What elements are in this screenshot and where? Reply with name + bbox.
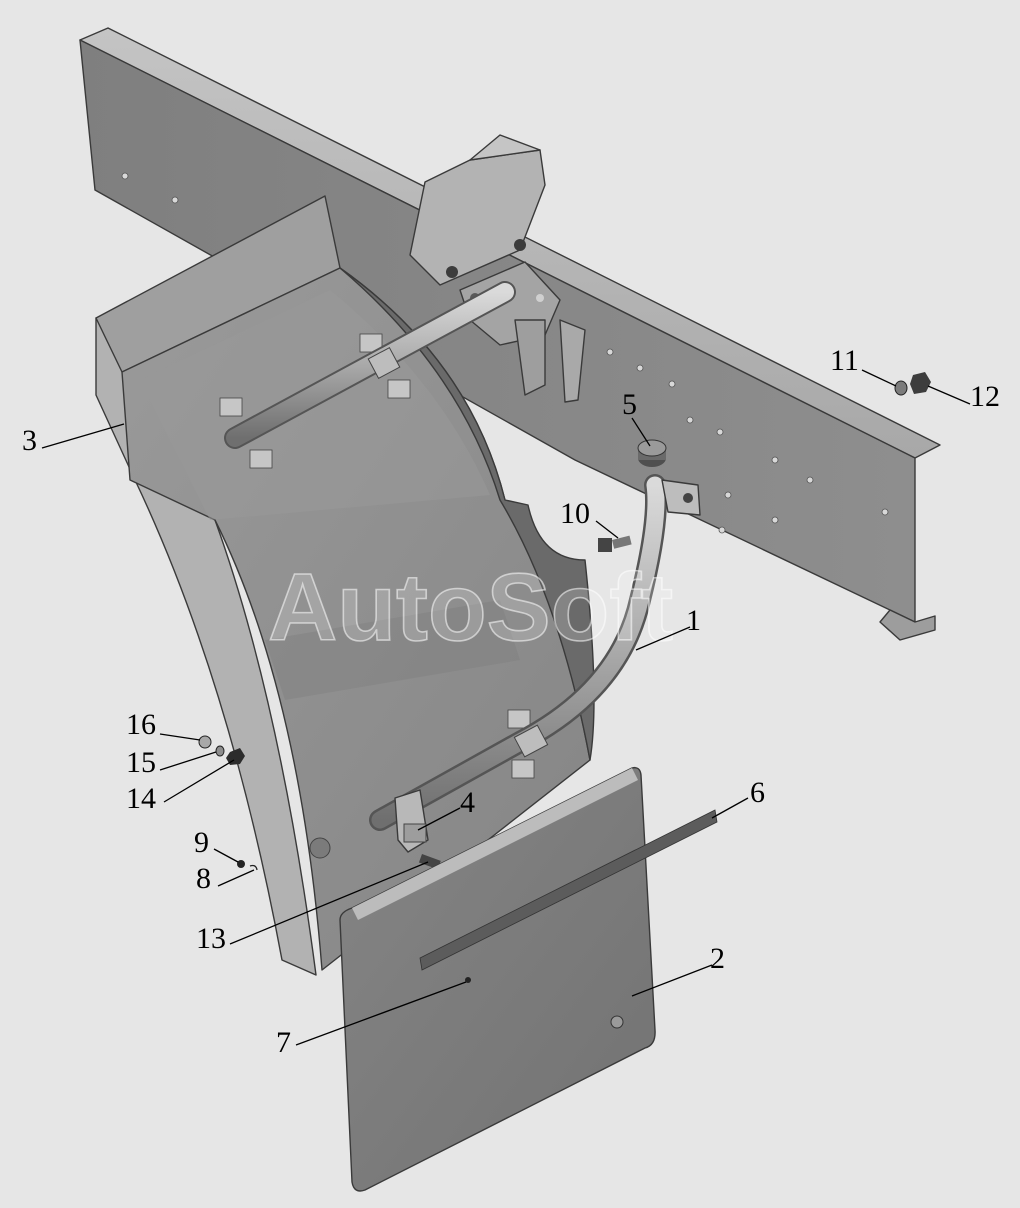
fender-mount-plates [219, 333, 535, 779]
leader-12 [927, 385, 971, 405]
clamp-part-4 [394, 789, 429, 853]
callout-9: 9 [194, 826, 209, 859]
callout-13: 13 [196, 922, 226, 955]
callout-10: 10 [560, 497, 590, 530]
fasteners-14-16 [198, 735, 245, 765]
mudflap [339, 766, 718, 1192]
fender-inner [339, 267, 595, 761]
leader-5 [631, 417, 651, 447]
frame-bottom-flange [879, 609, 936, 641]
leader-7 [295, 981, 467, 1046]
leader-2 [631, 964, 713, 997]
callout-7: 7 [276, 1026, 291, 1059]
bolt-part-13 [418, 854, 441, 870]
callout-3: 3 [22, 424, 37, 457]
support-pipe [224, 281, 701, 831]
leader-14 [163, 759, 235, 803]
callout-6: 6 [750, 776, 765, 809]
leader-15 [159, 751, 217, 771]
nut-part-12 [910, 372, 931, 394]
leader-3 [41, 423, 125, 449]
callout-16: 16 [126, 708, 156, 741]
callout-8: 8 [196, 862, 211, 895]
leader-9 [213, 848, 239, 863]
callout-labels: 1 2 3 4 5 6 7 8 9 10 11 12 13 14 15 16 [22, 344, 1000, 1059]
callout-14: 14 [126, 782, 156, 815]
leader-lines [41, 369, 971, 1046]
bolt-part-10 [598, 535, 632, 552]
nut-part-11 [894, 380, 908, 396]
callout-12: 12 [970, 380, 1000, 413]
callout-11: 11 [830, 344, 859, 377]
callout-4: 4 [460, 786, 475, 819]
leader-16 [159, 733, 201, 741]
leader-4 [417, 807, 461, 831]
leader-10 [595, 520, 619, 539]
mudflap-strip [419, 809, 718, 971]
leader-8 [217, 869, 255, 887]
frame-bracket [409, 134, 586, 403]
watermark-text: AutoSoft [268, 554, 673, 661]
leader-13 [229, 861, 429, 945]
fasteners-8-9 [237, 860, 258, 871]
callout-5: 5 [622, 388, 637, 421]
leader-1 [635, 626, 691, 651]
mudflap-panel [339, 766, 656, 1192]
callout-2: 2 [710, 942, 725, 975]
callout-15: 15 [126, 746, 156, 779]
plug-part-5 [637, 439, 667, 467]
callout-1: 1 [686, 604, 701, 637]
frame-holes [121, 172, 889, 534]
leader-11 [861, 369, 897, 387]
leader-6 [711, 797, 749, 819]
